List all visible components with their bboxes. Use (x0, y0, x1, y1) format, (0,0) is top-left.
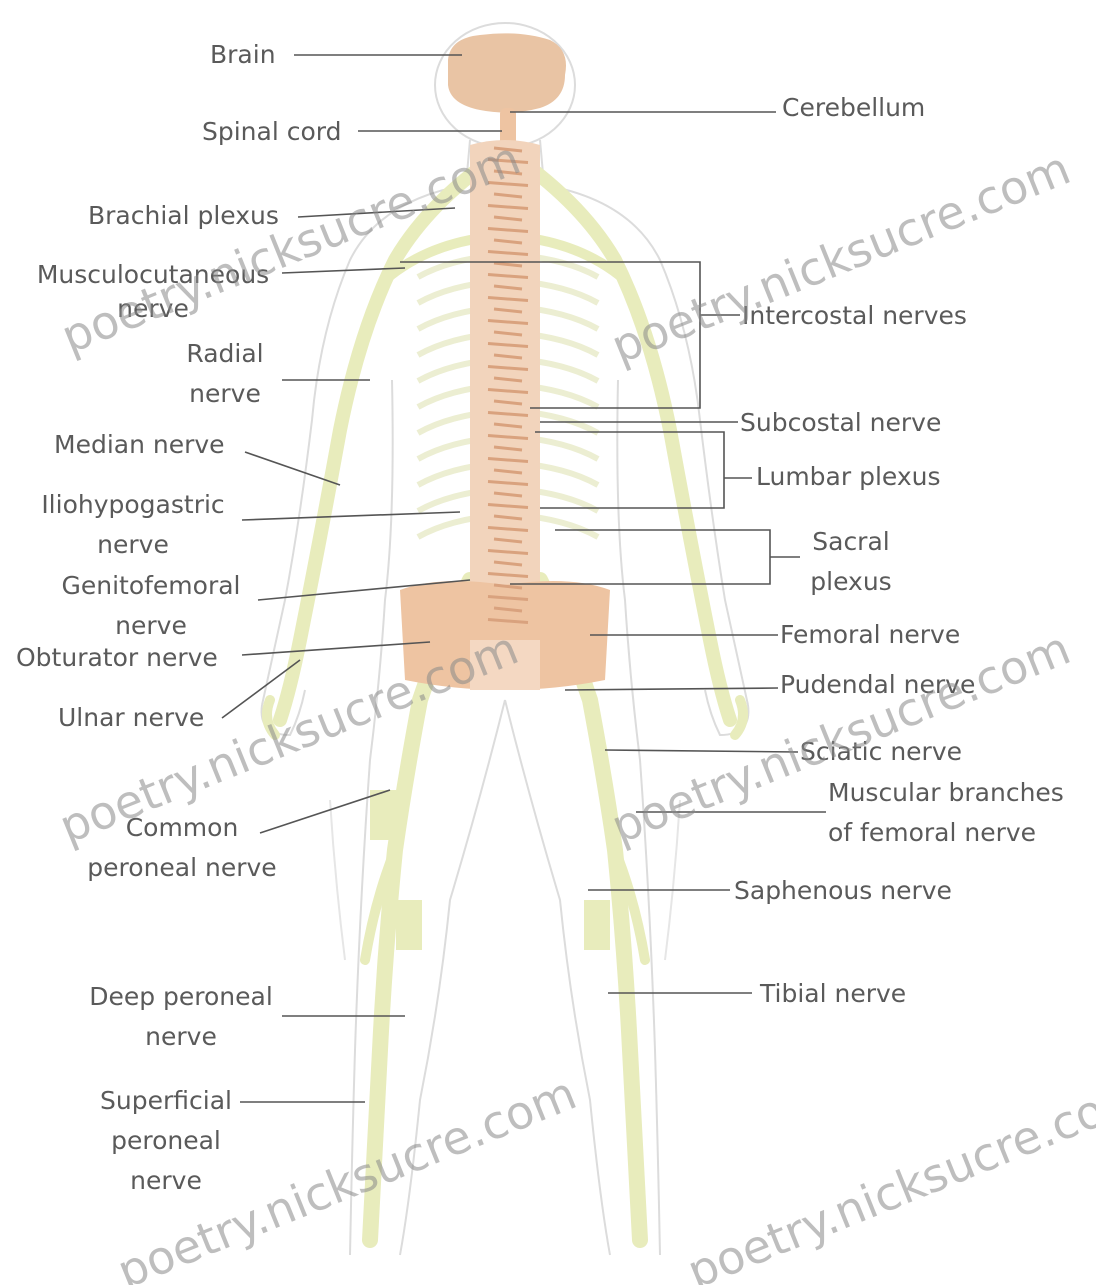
label-brain: Brain (210, 35, 276, 75)
label-line: peroneal nerve (70, 848, 294, 888)
label-line: nerve (28, 525, 238, 565)
label-lumbar-plexus: Lumbar plexus (756, 457, 941, 497)
label-line: Radial (160, 334, 290, 374)
label-line: nerve (160, 374, 290, 414)
label-line: nerve (76, 1017, 286, 1057)
label-line: of femoral nerve (828, 813, 1064, 853)
label-ulnar-nerve: Ulnar nerve (58, 698, 204, 738)
label-deep-peroneal-nerve: Deep peroneal nerve (76, 977, 286, 1057)
label-line: plexus (796, 562, 906, 602)
brain-shape (448, 33, 566, 112)
label-line: peroneal (86, 1121, 246, 1161)
label-genitofemoral-nerve: Genitofemoral nerve (48, 566, 254, 646)
label-saphenous-nerve: Saphenous nerve (734, 871, 952, 911)
label-line: nerve (86, 1161, 246, 1201)
label-line: Genitofemoral (48, 566, 254, 606)
label-muscular-branches-of-femoral-nerve: Muscular branches of femoral nerve (828, 773, 1064, 853)
label-cerebellum: Cerebellum (782, 88, 925, 128)
label-line: Iliohypogastric (28, 485, 238, 525)
label-subcostal-nerve: Subcostal nerve (740, 403, 941, 443)
label-line: Superficial (86, 1081, 246, 1121)
label-tibial-nerve: Tibial nerve (760, 974, 906, 1014)
label-radial-nerve: Radial nerve (160, 334, 290, 414)
label-line: Sacral (796, 522, 906, 562)
label-brachial-plexus: Brachial plexus (88, 196, 279, 236)
label-sacral-plexus: Sacral plexus (796, 522, 906, 602)
label-superficial-peroneal-nerve: Superficial peroneal nerve (86, 1081, 246, 1201)
label-spinal-cord: Spinal cord (202, 112, 342, 152)
label-line: Muscular branches (828, 773, 1064, 813)
label-median-nerve: Median nerve (54, 425, 225, 465)
label-iliohypogastric-nerve: Iliohypogastric nerve (28, 485, 238, 565)
label-line: Deep peroneal (76, 977, 286, 1017)
label-femoral-nerve: Femoral nerve (780, 615, 960, 655)
label-obturator-nerve: Obturator nerve (16, 638, 218, 678)
